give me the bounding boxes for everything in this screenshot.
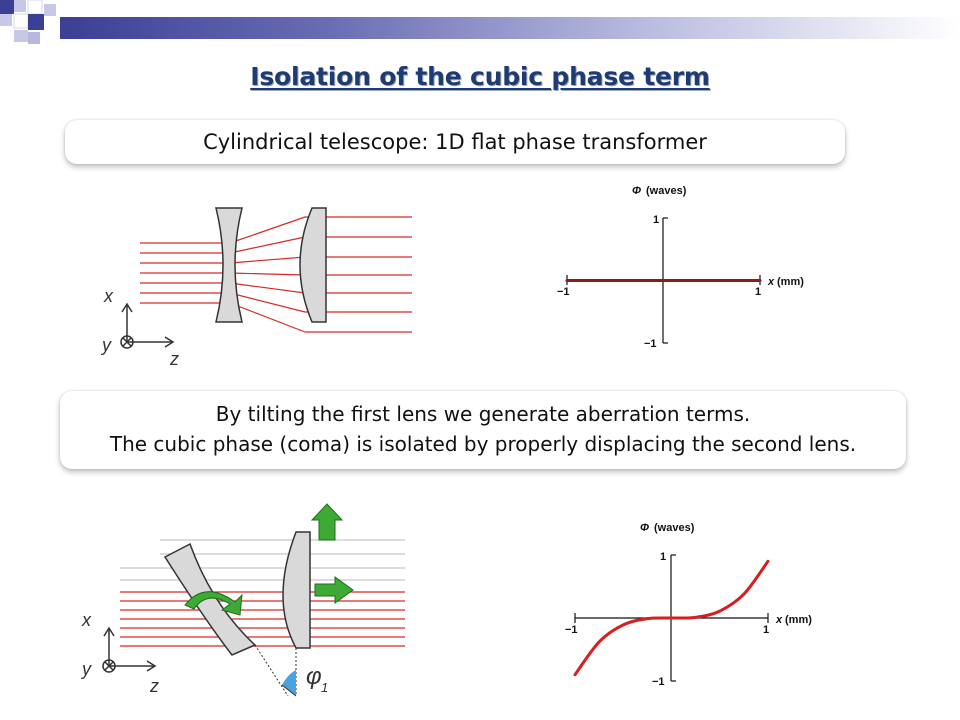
gray-rays — [120, 539, 405, 581]
axis-z-label-bottom: z — [149, 676, 159, 696]
telescope-diagram-top: x y z — [100, 207, 412, 369]
phase-plot-bottom: Φ (waves) 1 −1 −1 1 x (mm) — [565, 522, 812, 688]
plot-bottom-series-group — [573, 559, 770, 677]
coordinate-axes-top — [120, 302, 175, 349]
angle-label: φ — [306, 663, 322, 690]
corner-decoration — [0, 0, 56, 44]
callout-middle-line2: The cubic phase (coma) is isolated by pr… — [109, 432, 857, 456]
plot-bottom-xtick-right: 1 — [763, 624, 769, 636]
incoming-rays — [140, 242, 230, 304]
plot-top-ylabel-symbol: Φ — [632, 185, 641, 197]
plot-bottom-ytick-bottom: −1 — [652, 676, 665, 688]
telescope-diagram-bottom: φ 1 x y z — [80, 503, 405, 697]
diverging-rays — [229, 216, 306, 333]
axis-y-label-bottom: y — [80, 659, 92, 679]
tilted-concave-lens — [163, 542, 257, 656]
coordinate-axes-bottom — [102, 626, 157, 673]
concave-lens — [215, 207, 243, 323]
plot-top-ylabel-unit: (waves) — [646, 185, 687, 197]
red-rays — [120, 591, 405, 647]
displaced-convex-lens — [282, 531, 311, 649]
plot-top-ylabel: Φ (waves) — [632, 185, 687, 197]
plot-top-xlabel: x (mm) — [767, 276, 804, 288]
axis-x-label: x — [103, 286, 114, 306]
callout-top: Cylindrical telescope: 1D flat phase tra… — [65, 120, 845, 164]
tilt-angle-indicator — [254, 644, 297, 697]
callout-middle-line1: By tilting the first lens we generate ab… — [215, 402, 751, 426]
plot-bottom-ylabel-unit: (waves) — [654, 522, 695, 534]
header-bar — [60, 17, 960, 39]
plot-top-xtick-left: −1 — [557, 286, 570, 298]
convex-lens — [299, 207, 327, 323]
plot-bottom-xlabel-symbol: x — [775, 614, 783, 626]
axis-x-label-bottom: x — [81, 610, 92, 630]
plot-top-xlabel-unit: (mm) — [777, 276, 804, 288]
plot-bottom-xtick-left: −1 — [565, 624, 578, 636]
callout-top-text: Cylindrical telescope: 1D flat phase tra… — [203, 130, 707, 154]
plot-bottom-series-line — [573, 559, 770, 677]
plot-bottom-ylabel: Φ (waves) — [640, 522, 695, 534]
plot-top-ytick-top: 1 — [653, 214, 659, 226]
rotation-arrow-icon — [184, 591, 243, 616]
plot-top-xlabel-symbol: x — [767, 276, 775, 288]
plot-bottom-xlabel-unit: (mm) — [785, 614, 812, 626]
plot-bottom-xlabel: x (mm) — [775, 614, 812, 626]
up-arrow-icon — [310, 503, 344, 541]
right-arrow-icon — [314, 576, 354, 604]
plot-top-ytick-bottom: −1 — [644, 338, 657, 350]
plot-top-xtick-right: 1 — [755, 286, 761, 298]
axis-y-label: y — [100, 335, 112, 355]
angle-subscript: 1 — [321, 680, 328, 695]
angle-wedge — [282, 670, 296, 696]
callout-middle: By tilting the first lens we generate ab… — [60, 391, 906, 469]
axis-z-label: z — [169, 349, 179, 369]
phase-plot-top: Φ (waves) 1 −1 −1 1 x (mm) — [557, 185, 804, 350]
plot-bottom-ylabel-symbol: Φ — [640, 522, 649, 534]
slide-title: Isolation of the cubic phase term — [250, 62, 710, 91]
plot-bottom-ytick-top: 1 — [660, 551, 666, 563]
